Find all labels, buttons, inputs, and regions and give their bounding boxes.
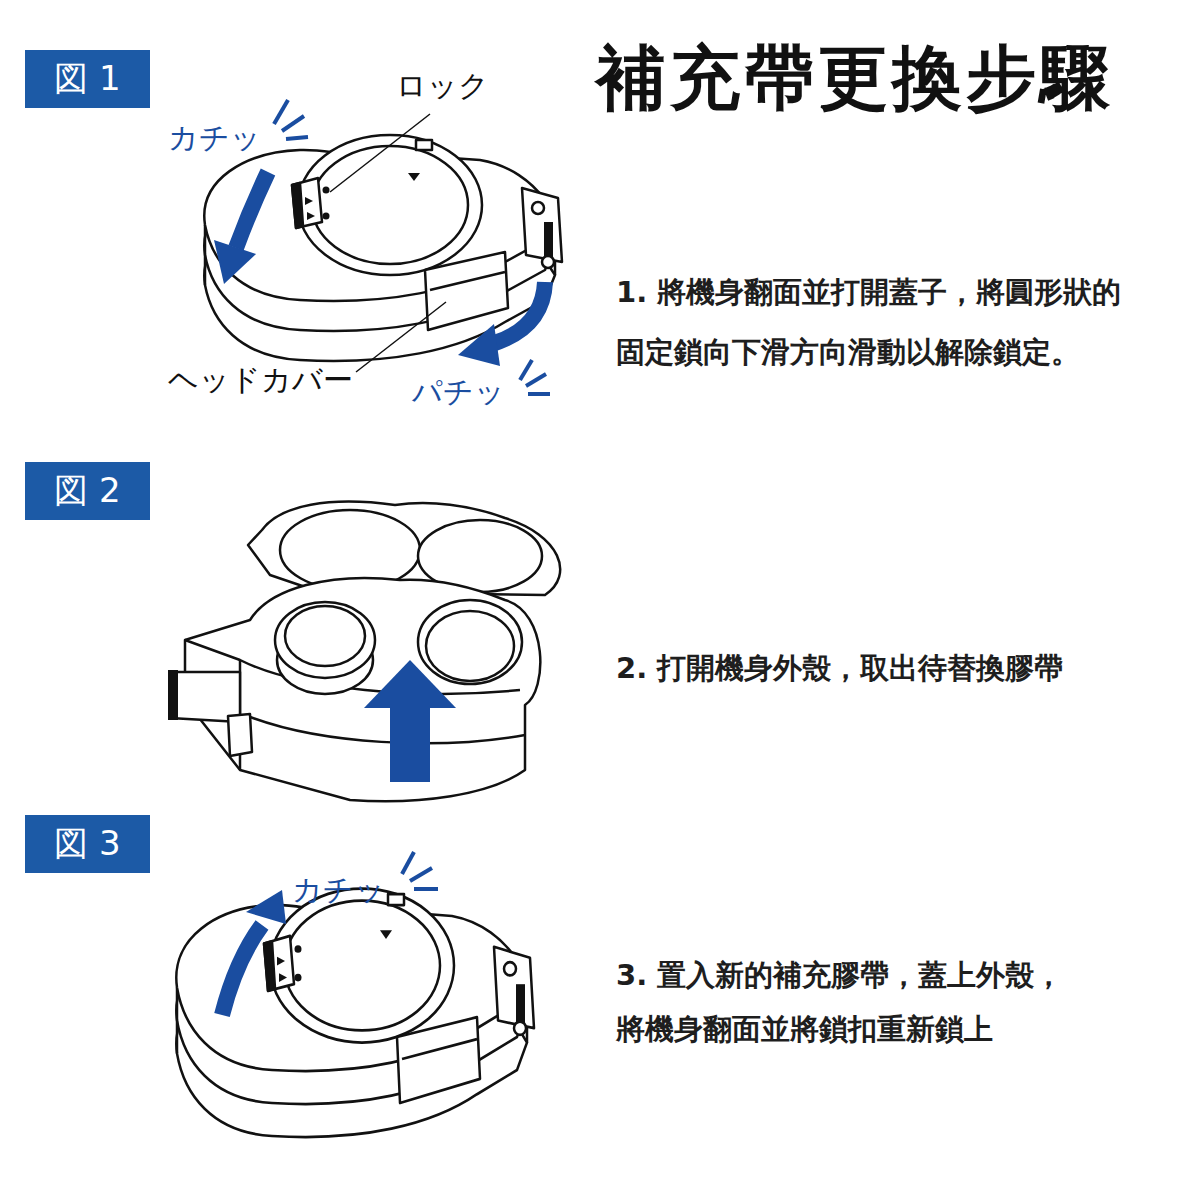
figure-3-drawing xyxy=(176,852,534,1137)
dispenser xyxy=(176,889,534,1138)
drawing-polygon xyxy=(228,714,252,756)
step-text: 1. 將機身翻面並打開蓋子，將圓形狀的 固定鎖向下滑方向滑動以解除鎖定。 xyxy=(616,262,1186,382)
drawing-rect xyxy=(168,670,178,720)
label-holder: 2. 打開機身外殼，取出待替換膠帶 xyxy=(616,640,1186,696)
label-holder: カチッ xyxy=(168,118,261,157)
label-holder: 3. 置入新的補充膠帶，蓋上外殼， 將機身翻面並將鎖扣重新鎖上 xyxy=(616,948,1186,1056)
drawing-path xyxy=(245,715,525,743)
click-burst xyxy=(274,100,308,139)
drawing-line xyxy=(410,868,432,881)
dispenser xyxy=(204,135,562,361)
drawing-polygon xyxy=(170,672,240,722)
snap-arrow xyxy=(492,282,545,344)
part-name: ロック xyxy=(396,66,489,105)
page-title: 補充帶更換步驟 xyxy=(596,36,1114,120)
arrow-head xyxy=(214,240,256,284)
click-arrow xyxy=(236,172,268,248)
label-holder: 1. 將機身翻面並打開蓋子，將圓形狀的 固定鎖向下滑方向滑動以解除鎖定。 xyxy=(616,262,1186,382)
leader-line xyxy=(330,114,430,192)
drawing-line xyxy=(274,100,288,124)
part-name: ヘッドカバー xyxy=(168,360,353,399)
figure-number: 図 3 xyxy=(54,821,120,867)
drawing-ellipse xyxy=(275,602,375,678)
drawing-line xyxy=(414,887,438,891)
arrow-head xyxy=(246,890,286,924)
drawing-line xyxy=(526,374,546,386)
drawing-ellipse xyxy=(285,606,365,666)
sound-effect: パチッ xyxy=(412,372,505,411)
figure-band: 図 3 xyxy=(25,815,150,873)
label-holder: カチッ xyxy=(292,870,385,909)
drawing-line xyxy=(286,137,308,139)
click-arrow xyxy=(222,925,262,1015)
figure-band: 図 1 xyxy=(25,50,150,108)
drawing-line xyxy=(282,116,304,131)
figure-band: 図 2 xyxy=(25,462,150,520)
step-text: 3. 置入新的補充膠帶，蓋上外殼， 將機身翻面並將鎖扣重新鎖上 xyxy=(616,948,1186,1056)
leader-line xyxy=(356,302,446,372)
drawing-ellipse xyxy=(418,600,522,684)
figure-number: 図 2 xyxy=(54,468,120,514)
label-holder: パチッ xyxy=(412,372,505,411)
figure-2-drawing xyxy=(168,502,560,802)
sound-effect: カチッ xyxy=(292,870,385,909)
label-holder: ヘッドカバー xyxy=(168,360,353,399)
label-holder: ロック xyxy=(396,66,489,105)
figure-number: 図 1 xyxy=(54,56,120,102)
click-burst xyxy=(402,852,438,889)
title-holder: 補充帶更換步驟 xyxy=(596,36,1114,120)
drawing-ellipse xyxy=(426,611,514,681)
arrow-head xyxy=(364,660,456,708)
snap-burst xyxy=(520,360,550,394)
lift-arrow xyxy=(390,705,430,782)
drawing-line xyxy=(402,852,414,874)
arrow-head xyxy=(458,324,500,366)
drawing-line xyxy=(528,392,550,396)
step-text: 2. 打開機身外殼，取出待替換膠帶 xyxy=(616,640,1186,696)
drawing-line xyxy=(520,360,532,380)
sound-effect: カチッ xyxy=(168,118,261,157)
